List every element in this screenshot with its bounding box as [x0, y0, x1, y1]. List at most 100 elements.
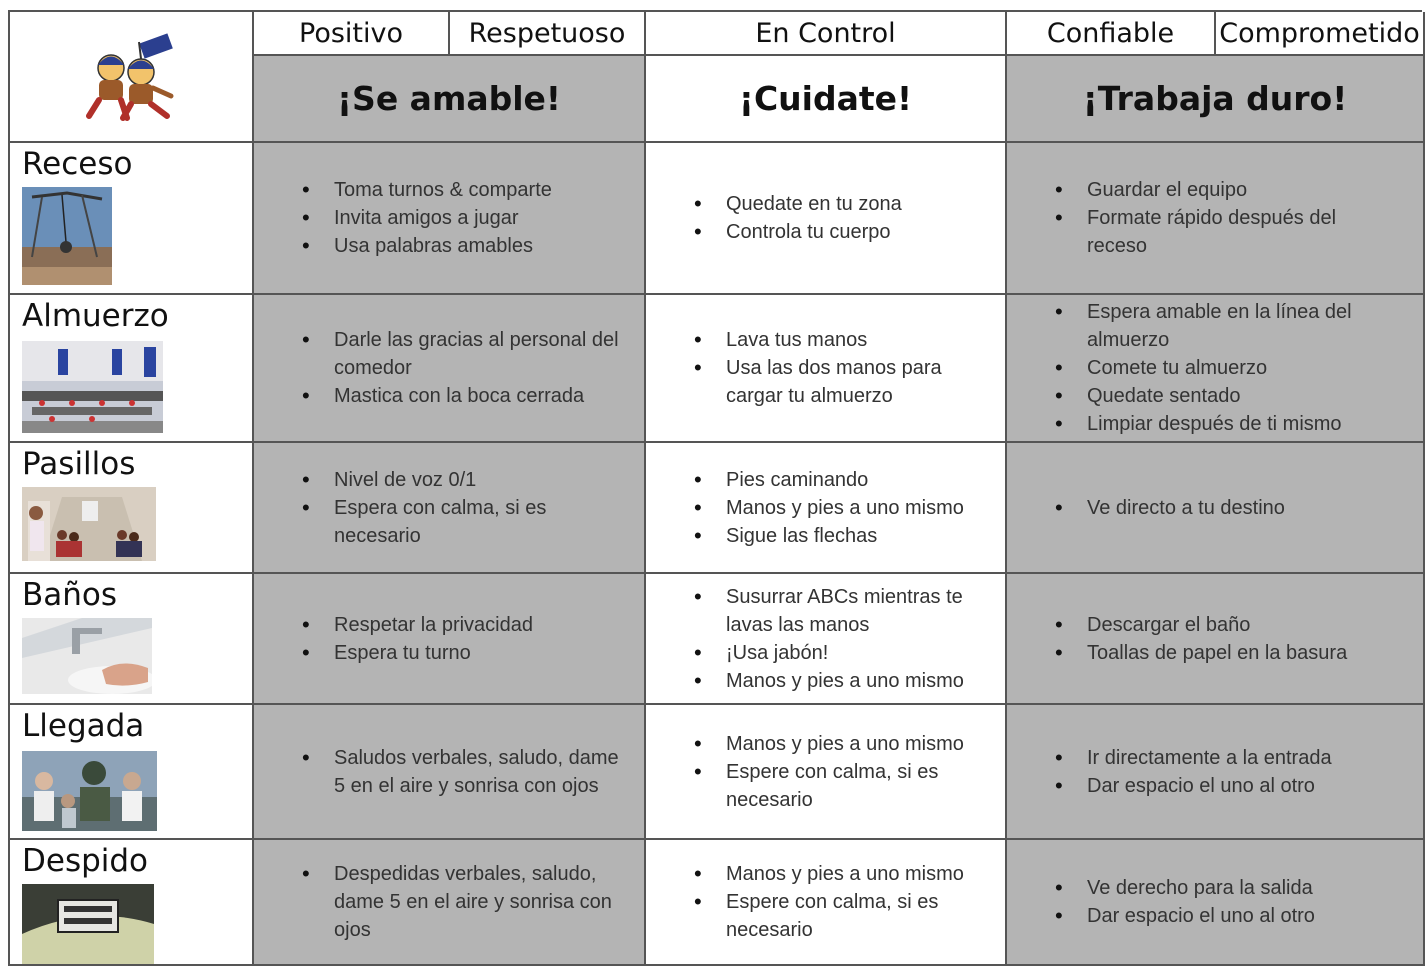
- sink-handwashing-photo: [22, 618, 152, 694]
- row-label-pasillos: Pasillos: [10, 443, 254, 574]
- row-label-banos: Baños: [10, 574, 254, 705]
- row-label-receso: Receso: [10, 143, 254, 295]
- header-reliable: Confiable: [1046, 17, 1175, 49]
- rule-item: ¡Usa jabón!: [694, 639, 996, 667]
- rule-item: Dar espacio el uno al otro: [1055, 772, 1377, 800]
- rule-item: Usa las dos manos para cargar tu almuerz…: [694, 354, 996, 410]
- goodbye-sign-photo: [22, 884, 154, 964]
- rule-item: Manos y pies a uno mismo: [694, 730, 996, 758]
- logo-cell: [10, 12, 254, 143]
- rule-list: Manos y pies a uno mismo Espere con calm…: [646, 730, 996, 814]
- cell-almuerzo-kind: Darle las gracias al personal del comedo…: [254, 295, 646, 443]
- cell-receso-care: Quedate en tu zona Controla tu cuerpo: [646, 143, 1007, 295]
- cell-receso-kind: Toma turnos & comparte Invita amigos a j…: [254, 143, 646, 295]
- rule-list: Saludos verbales, saludo, dame 5 en el a…: [254, 744, 634, 800]
- cell-llegada-care: Manos y pies a uno mismo Espere con calm…: [646, 705, 1007, 840]
- rule-item: Ir directamente a la entrada: [1055, 744, 1377, 772]
- rule-list: Despedidas verbales, saludo, dame 5 en e…: [254, 860, 634, 944]
- rule-list: Toma turnos & comparte Invita amigos a j…: [254, 176, 634, 260]
- rule-list: Nivel de voz 0/1 Espera con calma, si es…: [254, 466, 634, 550]
- row-title: Pasillos: [22, 446, 136, 482]
- rule-item: Respetar la privacidad: [302, 611, 634, 639]
- rule-item: Espere con calma, si es necesario: [694, 758, 956, 814]
- rule-item: Dar espacio el uno al otro: [1055, 902, 1377, 930]
- rule-item: Despedidas verbales, saludo, dame 5 en e…: [302, 860, 634, 944]
- rule-item: Comete tu almuerzo: [1055, 354, 1377, 382]
- rule-item: Espera tu turno: [302, 639, 634, 667]
- rule-item: Manos y pies a uno mismo: [694, 494, 996, 522]
- rule-item: Ve derecho para la salida: [1055, 874, 1377, 902]
- rule-list: Ir directamente a la entrada Dar espacio…: [1007, 744, 1377, 800]
- cafeteria-photo: [22, 341, 163, 433]
- row-title: Baños: [22, 577, 118, 613]
- school-mascot-icon: [86, 32, 174, 121]
- header-positive: Positivo: [299, 17, 403, 49]
- cell-almuerzo-care: Lava tus manos Usa las dos manos para ca…: [646, 295, 1007, 443]
- rule-item: Invita amigos a jugar: [302, 204, 634, 232]
- rule-list: Guardar el equipo Formate rápido después…: [1007, 176, 1377, 260]
- behavior-matrix-table: Positivo Respetuoso En Control Confiable…: [8, 10, 1425, 966]
- rule-item: Darle las gracias al personal del comedo…: [302, 326, 634, 382]
- cell-pasillos-work: Ve directo a tu destino: [1007, 443, 1425, 574]
- rule-list: Ve directo a tu destino: [1007, 494, 1377, 522]
- rule-item: Saludos verbales, saludo, dame 5 en el a…: [302, 744, 634, 800]
- rule-list: Susurrar ABCs mientras te lavas las mano…: [646, 583, 996, 695]
- rule-item: Quedate en tu zona: [694, 190, 996, 218]
- row-label-almuerzo: Almuerzo: [10, 295, 254, 443]
- rule-list: Descargar el baño Toallas de papel en la…: [1007, 611, 1377, 667]
- rule-item: Manos y pies a uno mismo: [694, 860, 996, 888]
- cell-despido-care: Manos y pies a uno mismo Espere con calm…: [646, 840, 1007, 966]
- cell-llegada-work: Ir directamente a la entrada Dar espacio…: [1007, 705, 1425, 840]
- rule-item: Toallas de papel en la basura: [1055, 639, 1377, 667]
- cell-pasillos-care: Pies caminando Manos y pies a uno mismo …: [646, 443, 1007, 574]
- rule-item: Lava tus manos: [694, 326, 996, 354]
- rule-item: Controla tu cuerpo: [694, 218, 996, 246]
- rule-item: Mastica con la boca cerrada: [302, 382, 634, 410]
- rule-item: Susurrar ABCs mientras te lavas las mano…: [694, 583, 996, 639]
- cell-banos-work: Descargar el baño Toallas de papel en la…: [1007, 574, 1425, 705]
- rule-list: Lava tus manos Usa las dos manos para ca…: [646, 326, 996, 410]
- rule-item: Sigue las flechas: [694, 522, 996, 550]
- header-kind-values: Positivo Respetuoso: [254, 12, 646, 56]
- rule-item: Ve directo a tu destino: [1055, 494, 1377, 522]
- hallway-photo: [22, 487, 156, 561]
- rule-item: Pies caminando: [694, 466, 996, 494]
- rule-list: Darle las gracias al personal del comedo…: [254, 326, 634, 410]
- row-title: Despido: [22, 843, 149, 879]
- header-kind: ¡Se amable!: [254, 56, 646, 143]
- rule-item: Nivel de voz 0/1: [302, 466, 634, 494]
- header-in-control: En Control: [646, 12, 1007, 56]
- rule-list: Ve derecho para la salida Dar espacio el…: [1007, 874, 1377, 930]
- cell-receso-work: Guardar el equipo Formate rápido después…: [1007, 143, 1425, 295]
- row-title: Receso: [22, 146, 133, 182]
- rule-item: Espere con calma, si es necesario: [694, 888, 956, 944]
- cell-llegada-kind: Saludos verbales, saludo, dame 5 en el a…: [254, 705, 646, 840]
- cell-banos-care: Susurrar ABCs mientras te lavas las mano…: [646, 574, 1007, 705]
- rule-item: Usa palabras amables: [302, 232, 634, 260]
- arrival-photo: [22, 751, 157, 831]
- header-care: ¡Cuidate!: [646, 56, 1007, 143]
- rule-item: Limpiar después de ti mismo: [1055, 410, 1377, 438]
- cell-almuerzo-work: Espera amable en la línea del almuerzo C…: [1007, 295, 1425, 443]
- rule-list: Pies caminando Manos y pies a uno mismo …: [646, 466, 996, 550]
- rule-item: Descargar el baño: [1055, 611, 1377, 639]
- cell-despido-work: Ve derecho para la salida Dar espacio el…: [1007, 840, 1425, 966]
- cell-pasillos-kind: Nivel de voz 0/1 Espera con calma, si es…: [254, 443, 646, 574]
- rule-item: Espera amable en la línea del almuerzo: [1055, 298, 1377, 354]
- header-work-values: Confiable Comprometido: [1007, 12, 1425, 56]
- row-label-llegada: Llegada: [10, 705, 254, 840]
- cell-banos-kind: Respetar la privacidad Espera tu turno: [254, 574, 646, 705]
- rule-item: Manos y pies a uno mismo: [694, 667, 996, 695]
- header-committed: Comprometido: [1214, 12, 1423, 54]
- rule-list: Quedate en tu zona Controla tu cuerpo: [646, 190, 996, 246]
- rule-list: Espera amable en la línea del almuerzo C…: [1007, 298, 1377, 438]
- cell-despido-kind: Despedidas verbales, saludo, dame 5 en e…: [254, 840, 646, 966]
- row-label-despido: Despido: [10, 840, 254, 966]
- rule-list: Manos y pies a uno mismo Espere con calm…: [646, 860, 996, 944]
- rule-item: Quedate sentado: [1055, 382, 1377, 410]
- rule-item: Formate rápido después del receso: [1055, 204, 1377, 260]
- playground-swing-photo: [22, 187, 112, 285]
- rule-item: Guardar el equipo: [1055, 176, 1377, 204]
- row-title: Almuerzo: [22, 298, 169, 334]
- rule-list: Respetar la privacidad Espera tu turno: [254, 611, 634, 667]
